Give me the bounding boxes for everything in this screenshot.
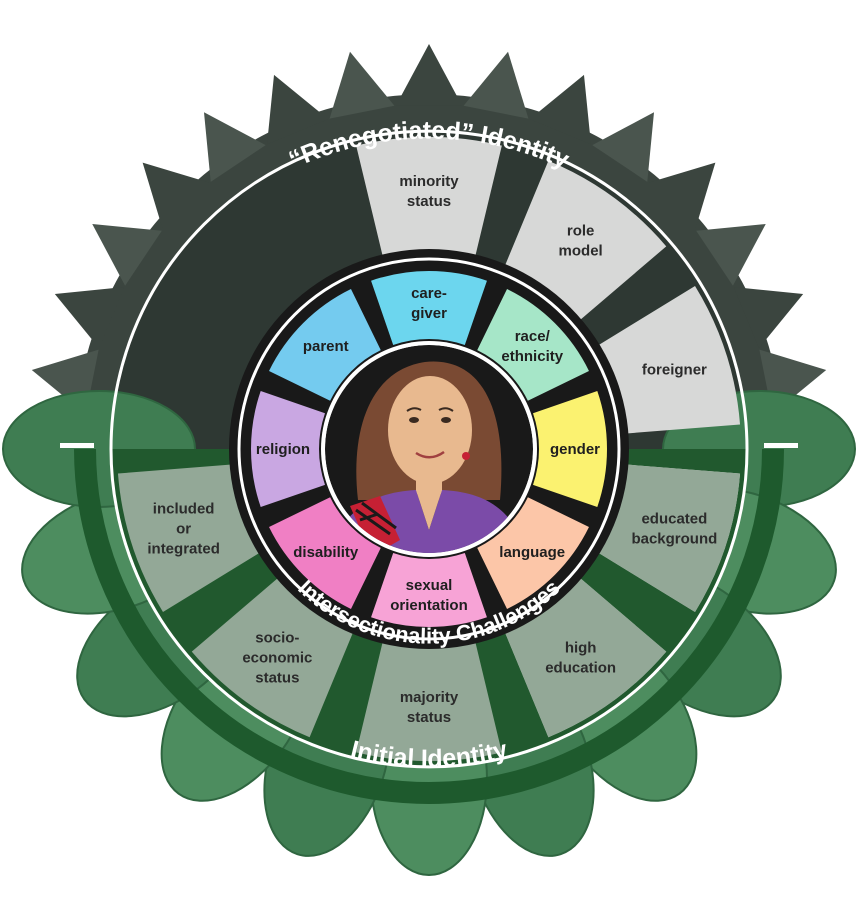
intersectionality-segment-label: race/ bbox=[515, 328, 551, 345]
outer-ring-lower-line bbox=[109, 448, 749, 769]
tree-icon bbox=[696, 223, 766, 286]
renegotiated-tile: minority status bbox=[356, 137, 502, 260]
initial-tile: included or integrated bbox=[117, 464, 263, 613]
intersectionality-segment-shape bbox=[269, 289, 381, 401]
intersectionality-segment: parent bbox=[269, 289, 381, 401]
outer-ring bbox=[60, 129, 798, 804]
initial-tile: educated background bbox=[595, 464, 741, 613]
scarf-shape bbox=[350, 496, 400, 553]
intersectionality-segment-shape bbox=[477, 497, 589, 609]
initial-tile: high education bbox=[503, 575, 667, 738]
intersectionality-segment-label: sexual bbox=[406, 577, 453, 594]
tree-icon bbox=[329, 51, 395, 119]
inner-wheel-outline bbox=[237, 257, 621, 641]
tree-icon bbox=[267, 74, 329, 145]
tree-icon bbox=[648, 162, 716, 230]
intersectionality-segment: gender bbox=[533, 391, 607, 507]
tree-icon bbox=[395, 44, 463, 106]
renegotiated-tile-label: foreigner bbox=[642, 361, 707, 378]
initial-tile-shape bbox=[356, 638, 502, 761]
tree-icon bbox=[203, 112, 266, 182]
initial-tile-shape bbox=[503, 575, 667, 738]
intersectionality-segment-shape bbox=[269, 497, 381, 609]
intersectionality-segment: language bbox=[477, 497, 589, 609]
tree-icon bbox=[92, 223, 162, 286]
tree-icon bbox=[592, 112, 655, 182]
intersectionality-segment-shape bbox=[371, 553, 487, 627]
renegotiated-tile-label: status bbox=[407, 193, 451, 210]
initial-tiles: educated background high education majority s… bbox=[117, 464, 741, 761]
initial-tile-label: integrated bbox=[147, 541, 220, 558]
renegotiated-tile-shape bbox=[503, 160, 667, 323]
intersectionality-segment-shape bbox=[251, 391, 325, 507]
intersectionality-segment-shape bbox=[477, 289, 589, 401]
renegotiated-tile-shape bbox=[595, 285, 741, 434]
renegotiated-tile-label: minority bbox=[399, 173, 459, 190]
initial-tile-label: socio- bbox=[255, 630, 299, 647]
initial-tile-label: majority bbox=[400, 689, 459, 706]
renegotiated-tile-label: model bbox=[559, 242, 603, 259]
portrait-avatar bbox=[325, 345, 533, 553]
intersectionality-segment-label: care- bbox=[411, 285, 447, 302]
renegotiated-tile-shape bbox=[356, 137, 502, 260]
intersectionality-segment-label: ethnicity bbox=[501, 348, 563, 365]
initial-tile-shape bbox=[191, 575, 355, 738]
divider-left-mark bbox=[60, 443, 94, 448]
renegotiated-tile: foreigner bbox=[595, 285, 741, 434]
initial-tile-label: education bbox=[545, 660, 616, 677]
initial-tile-label: or bbox=[176, 521, 191, 538]
tree-icon bbox=[54, 287, 125, 349]
intersectionality-segment-label: orientation bbox=[390, 597, 468, 614]
earring-shape bbox=[462, 452, 470, 460]
initial-tile-label: status bbox=[255, 670, 299, 687]
intersectionality-segment-shape bbox=[371, 271, 487, 345]
intersectionality-segment-label: language bbox=[499, 544, 565, 561]
face-shape bbox=[388, 376, 472, 484]
intersectionality-segment: race/ethnicity bbox=[477, 289, 589, 401]
tree-icon bbox=[529, 74, 591, 145]
outer-ring-lower-band bbox=[74, 448, 784, 804]
intersectionality-segment: disability bbox=[269, 497, 381, 609]
initial-tile-label: background bbox=[631, 531, 717, 548]
tree-icon bbox=[733, 287, 804, 349]
intersectionality-segment-label: disability bbox=[293, 544, 359, 561]
initial-tile-label: economic bbox=[242, 650, 312, 667]
initial-tile: majority status bbox=[356, 638, 502, 761]
renegotiated-tile-label: role bbox=[567, 222, 595, 239]
renegotiated-tile: role model bbox=[503, 160, 667, 323]
intersectionality-segment-label: giver bbox=[411, 305, 447, 322]
tree-icon bbox=[463, 51, 529, 119]
initial-tile-label: status bbox=[407, 709, 451, 726]
initial-tile-shape bbox=[595, 464, 741, 613]
initial-tile-label: included bbox=[153, 501, 215, 518]
tree-icon bbox=[142, 162, 210, 230]
divider-right-mark bbox=[764, 443, 798, 448]
initial-tile-shape bbox=[117, 464, 263, 613]
intersectionality-segment-label: religion bbox=[256, 441, 310, 458]
intersectionality-segment-shape bbox=[533, 391, 607, 507]
intersectionality-segment: care-giver bbox=[371, 271, 487, 345]
intersectionality-segment-label: gender bbox=[550, 441, 600, 458]
initial-tile: socio-economic status bbox=[191, 575, 355, 738]
initial-tile-label: high bbox=[565, 640, 597, 657]
intersectionality-segment-label: parent bbox=[303, 338, 349, 355]
intersectionality-segment: religion bbox=[251, 391, 325, 507]
intersectionality-segment: sexual orientation bbox=[371, 553, 487, 627]
initial-tile-label: educated bbox=[641, 511, 707, 528]
outer-ring-upper-line bbox=[109, 129, 749, 450]
